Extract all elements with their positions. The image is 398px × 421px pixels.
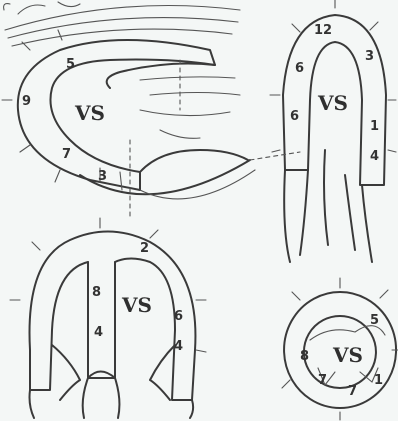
segment-label: 9 (22, 94, 31, 109)
top-arc-3 (12, 29, 232, 46)
segment-label: 2 (140, 241, 149, 256)
valve-line-3 (140, 110, 230, 116)
tick-marks (10, 218, 206, 352)
lv-wall-outer (30, 231, 196, 400)
short-axis-view: VS 5 8 7 7 1 (282, 278, 398, 420)
segment-label: 12 (314, 23, 332, 38)
segment-label: 3 (365, 49, 374, 64)
segment-label: 7 (318, 373, 327, 388)
top-arc-1 (5, 6, 240, 31)
handwritten-mark (4, 2, 80, 14)
four-chamber-view: VS 2 8 4 6 4 (10, 218, 206, 418)
cavity-label: VS (121, 293, 152, 317)
stem-outer (284, 170, 290, 262)
segment-label: 6 (290, 109, 299, 124)
valve-line-2 (150, 93, 240, 96)
top-arc-2 (8, 18, 238, 38)
segment-label: 7 (348, 384, 357, 399)
valve-line-1 (140, 77, 235, 80)
valve-leaflets (30, 345, 194, 418)
aorta-outline (140, 150, 248, 172)
valve-line-4 (160, 130, 200, 138)
two-chamber-view: VS 6 12 3 1 6 4 (250, 0, 396, 262)
segment-label: 3 (98, 169, 107, 184)
cavity-label: VS (317, 91, 348, 115)
segment-label: 6 (295, 61, 304, 76)
segment-label: 8 (92, 285, 101, 300)
segment-label: 1 (374, 373, 383, 388)
cavity-label: VS (332, 343, 363, 367)
segment-label: 5 (66, 57, 75, 72)
long-axis-view: VS 9 5 7 3 (2, 2, 255, 220)
septum (88, 262, 115, 378)
cavity-label: VS (74, 101, 105, 125)
dashed-axis (250, 152, 300, 160)
segment-label: 6 (174, 309, 183, 324)
segment-label: 8 (300, 349, 309, 364)
segment-label: 5 (370, 313, 379, 328)
segment-label: 4 (174, 339, 183, 354)
segment-label: 4 (370, 149, 379, 164)
segment-label: 1 (370, 119, 379, 134)
segment-label: 4 (94, 325, 103, 340)
segment-label: 7 (62, 147, 71, 162)
lv-inner-line (107, 64, 215, 88)
